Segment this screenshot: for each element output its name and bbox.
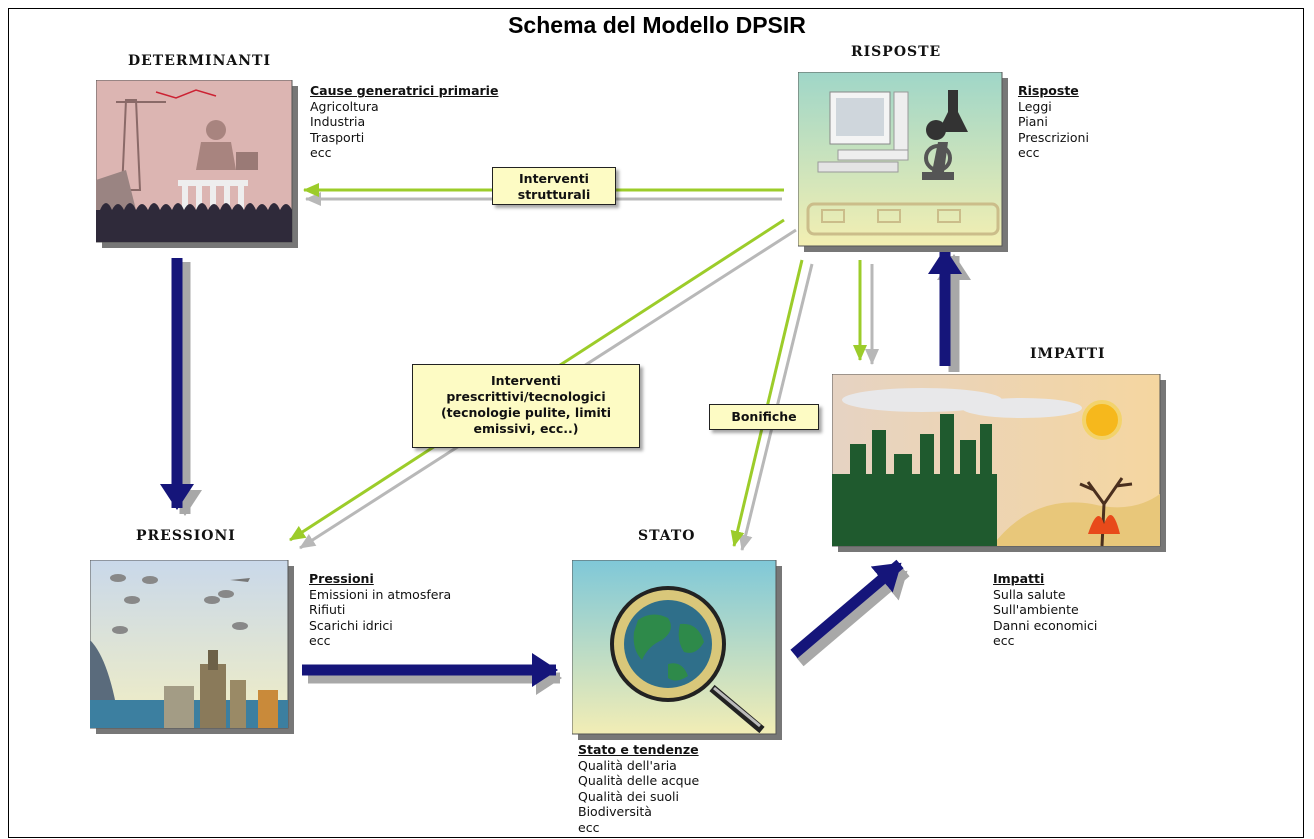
risposte-item: ecc — [1018, 145, 1040, 160]
arrow-impatti-to-risposte — [928, 248, 971, 372]
stato-item: Qualità delle acque — [578, 773, 700, 788]
pressioni-heading: PRESSIONI — [136, 528, 236, 544]
arrow-risposte-to-impatti — [853, 260, 879, 365]
impatti-item: Sull'ambiente — [993, 602, 1079, 617]
stato-item: ecc — [578, 819, 600, 835]
stato-illustration — [572, 560, 782, 740]
impatti-item: ecc — [993, 633, 1015, 648]
stato-info: Stato e tendenze Qualità dell'aria Quali… — [578, 742, 699, 835]
determinanti-illustration — [96, 80, 298, 248]
stato-item: Qualità dei suoli — [578, 788, 680, 804]
pressioni-item: ecc — [309, 633, 331, 648]
arrow-pressioni-to-stato — [302, 653, 562, 695]
note-interventi-strutturali: Interventi strutturali — [492, 167, 616, 205]
arrow-stato-to-impatti — [790, 559, 910, 667]
note-bonifiche: Bonifiche — [709, 404, 819, 430]
risposte-item: Piani — [1018, 114, 1048, 129]
determinanti-item: Agricoltura — [310, 98, 379, 114]
risposte-item: Prescrizioni — [1018, 129, 1089, 145]
risposte-illustration — [798, 72, 1008, 252]
risposte-info: Risposte Leggi Piani Prescrizioni ecc — [1018, 83, 1089, 161]
risposte-heading: RISPOSTE — [851, 44, 942, 60]
pressioni-info: Pressioni Emissioni in atmosfera Rifiuti… — [309, 571, 451, 649]
diagram-title: Schema del Modello DPSIR — [508, 12, 806, 38]
stato-heading: STATO — [638, 528, 696, 544]
impatti-info: Impatti Sulla salute Sull'ambiente Danni… — [993, 571, 1097, 649]
stato-item: Biodiversità — [578, 804, 652, 819]
diagram-frame — [8, 8, 1304, 838]
impatti-item: Danni economici — [993, 617, 1098, 633]
pressioni-item: Scarichi idrici — [309, 617, 393, 633]
impatti-illustration — [832, 374, 1166, 552]
risposte-item: Leggi — [1018, 98, 1052, 114]
determinanti-info-title: Cause generatrici primarie — [310, 83, 499, 98]
pressioni-item: Rifiuti — [309, 602, 346, 617]
pressioni-info-title: Pressioni — [309, 571, 374, 586]
stato-info-title: Stato e tendenze — [578, 742, 699, 757]
note-interventi-prescrittivi: Interventi prescrittivi/tecnologici (tec… — [412, 364, 640, 448]
determinanti-item: ecc — [310, 145, 332, 160]
determinanti-info: Cause generatrici primarie Agricoltura I… — [310, 83, 498, 161]
stato-item: Qualità dell'aria — [578, 757, 677, 773]
determinanti-heading: DETERMINANTI — [128, 53, 272, 69]
determinanti-item: Trasporti — [310, 129, 365, 145]
pressioni-illustration — [90, 560, 294, 734]
impatti-item: Sulla salute — [993, 586, 1066, 602]
risposte-info-title: Risposte — [1018, 83, 1079, 98]
impatti-info-title: Impatti — [993, 571, 1045, 586]
pressioni-item: Emissioni in atmosfera — [309, 586, 452, 602]
arrow-determinanti-to-pressioni — [160, 258, 202, 516]
determinanti-item: Industria — [310, 114, 366, 129]
impatti-heading: IMPATTI — [1030, 346, 1106, 362]
